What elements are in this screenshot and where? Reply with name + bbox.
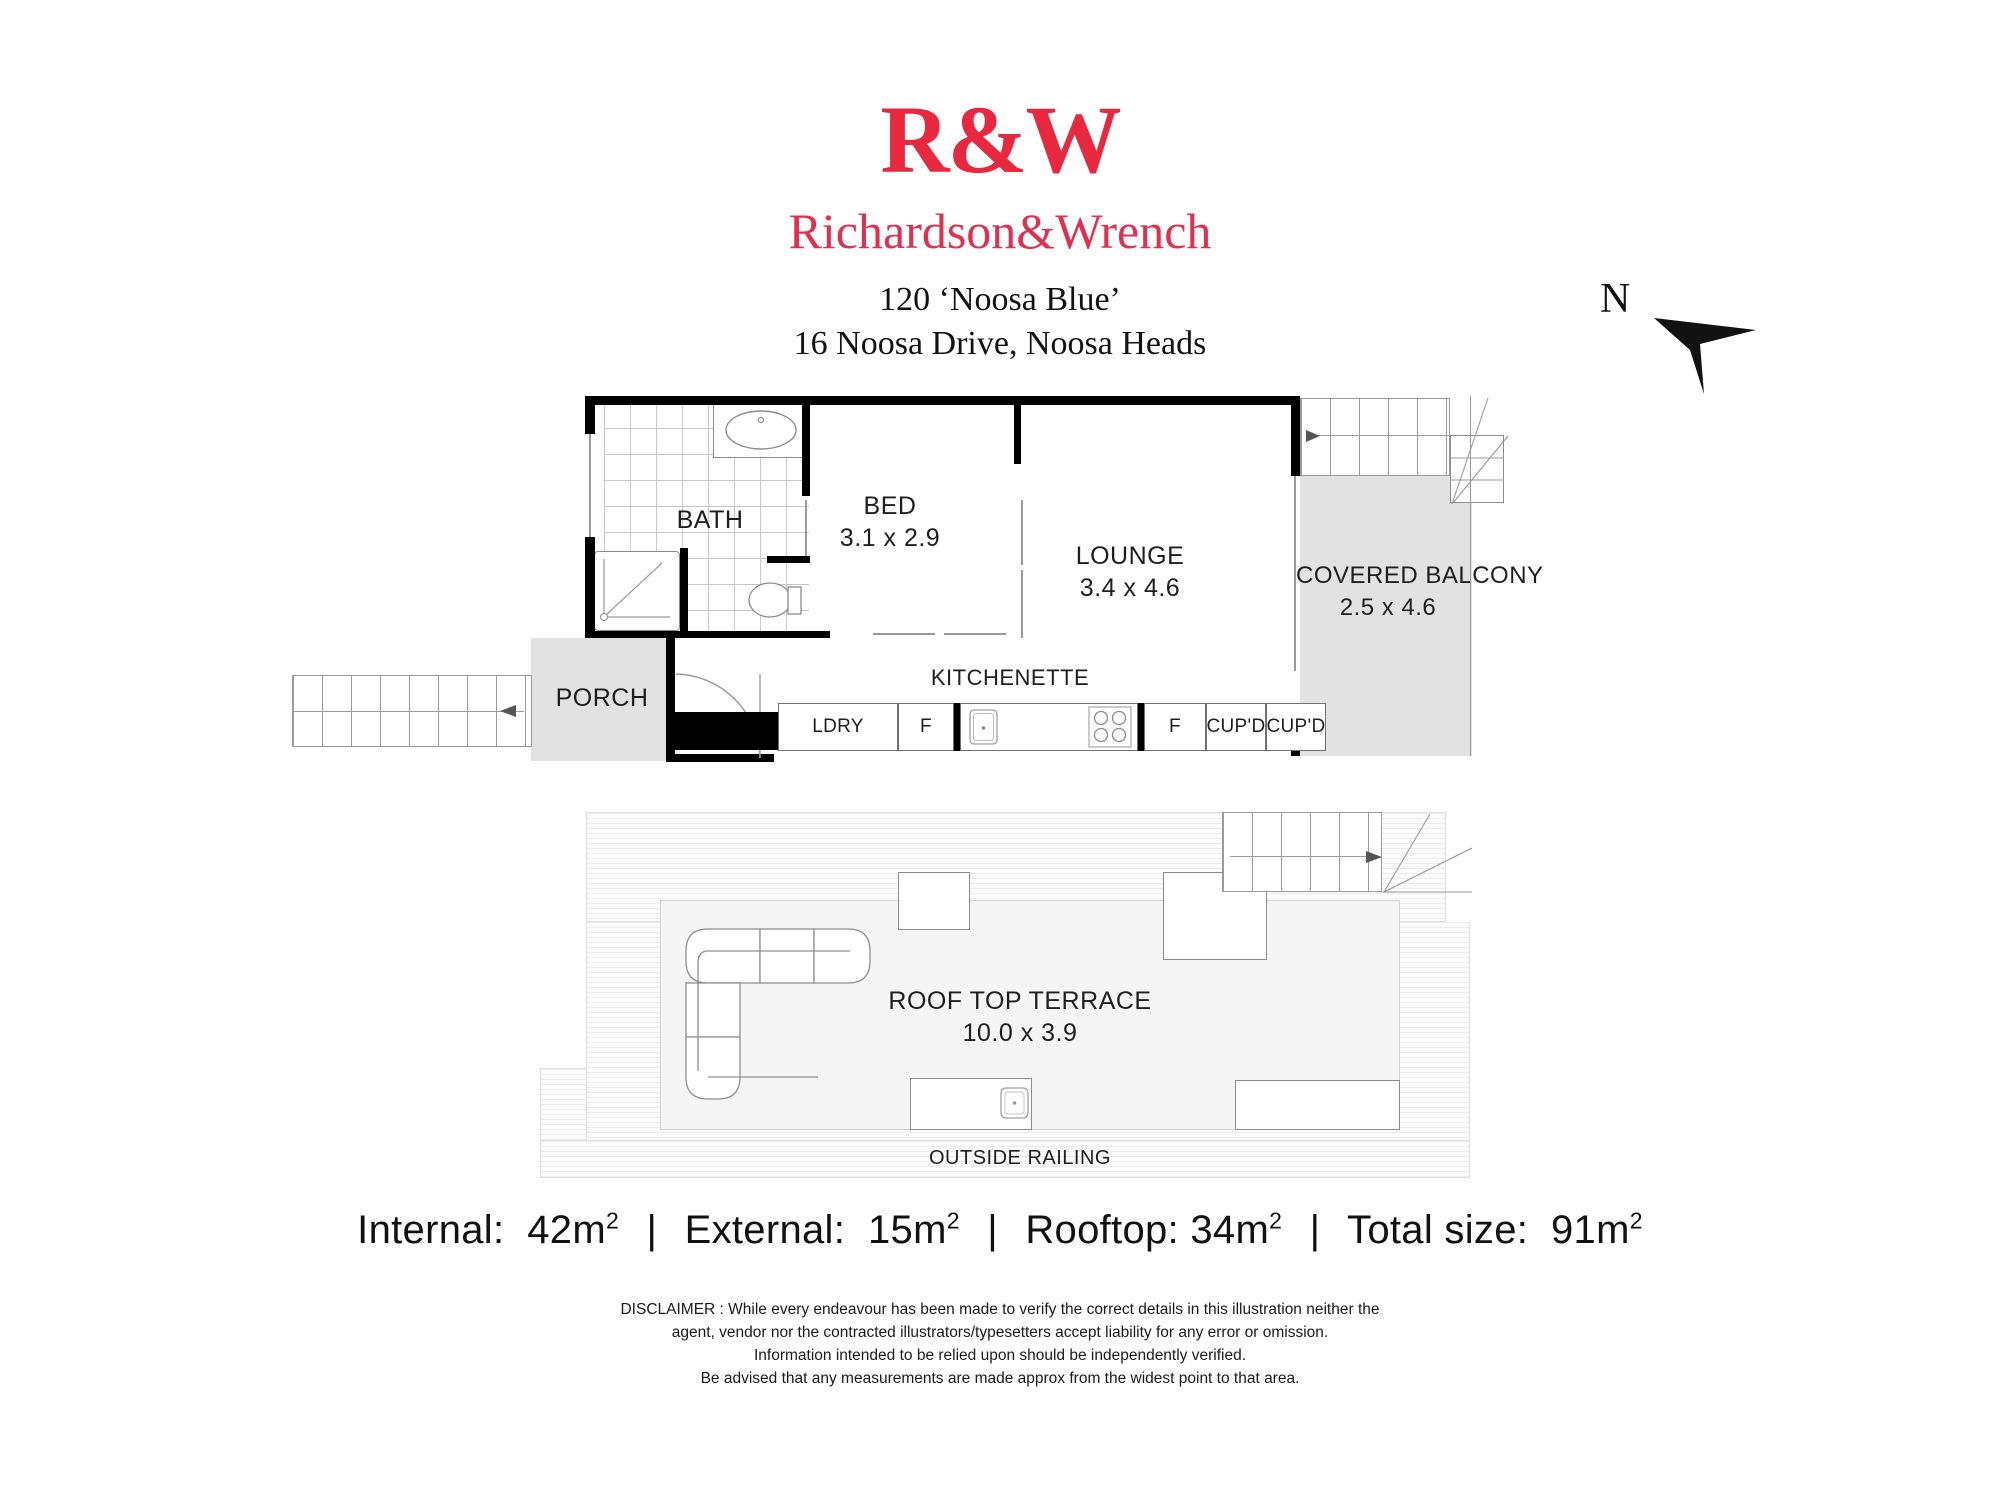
disclaimer-line-4: Be advised that any measurements are mad… [700, 1370, 1300, 1387]
kitchen-divider-1 [954, 703, 960, 751]
laundry-cabinet: LDRY [778, 703, 898, 751]
wall-lounge-right [1291, 400, 1300, 476]
sink-icon [969, 709, 998, 745]
wall-left-lower [585, 537, 595, 637]
sliding-partition-horizontal-2 [944, 633, 1006, 635]
summary-separator-2: | [987, 1208, 998, 1253]
covered-balcony-area [1300, 476, 1472, 756]
rooftop-area: Rooftop: 34m2 [1025, 1208, 1283, 1253]
upper-floor-plan: PORCH BATH BED [292, 396, 1544, 762]
terrace-planter-top [898, 872, 970, 930]
balcony-slider-panel [1294, 476, 1296, 546]
porch-label: PORCH [555, 684, 649, 712]
shower-icon [599, 559, 670, 622]
wall-porch-right [666, 631, 675, 761]
disclaimer-line-2: agent, vendor nor the contracted illustr… [671, 1324, 1329, 1341]
disclaimer-line-3: Information intended to be relied upon s… [753, 1347, 1247, 1364]
balcony-slider [1294, 546, 1296, 671]
north-indicator: N [1600, 278, 1800, 398]
sliding-partition-vertical [1021, 500, 1023, 565]
covered-balcony-label: COVERED BALCONY 2.5 x 4.6 [1296, 562, 1544, 621]
bed-label: BED 3.1 x 2.9 [839, 492, 941, 552]
roof-stairs-direction-icon [1366, 851, 1382, 863]
wall-bed-top-stub [1014, 400, 1021, 464]
wall-bath-bottom [585, 631, 830, 638]
wall-bath-right-upper [802, 400, 810, 496]
stairs-winder [1450, 435, 1504, 503]
fridge-cabinet-2: F [1144, 703, 1206, 751]
roof-terrace-label: ROOF TOP TERRACE 10.0 x 3.9 [888, 987, 1152, 1047]
upper-stairs-midline [1308, 435, 1450, 436]
roof-slab-bottom-band [540, 1140, 1470, 1178]
lounge-label: LOUNGE 3.4 x 4.6 [1075, 542, 1185, 602]
sliding-partition-horizontal [873, 633, 935, 635]
property-name: 120 ‘Noosa Blue’ [879, 281, 1121, 318]
terrace-sink-icon [1000, 1087, 1029, 1119]
entry-stairs-midline [292, 711, 524, 712]
upper-right-edge [1470, 396, 1471, 756]
property-address: 16 Noosa Drive, Noosa Heads [793, 325, 1207, 362]
kitchen-plinth [673, 712, 778, 750]
cooktop-icon [1088, 706, 1132, 748]
summary-separator-3: | [1309, 1208, 1321, 1253]
upper-stairs [1300, 398, 1450, 476]
cupboard-2: CUP'D [1266, 703, 1326, 751]
roof-floor-plan: ROOF TOP TERRACE 10.0 x 3.9 OUTSIDE RAIL… [540, 812, 1473, 1178]
summary-separator-1: | [646, 1208, 658, 1253]
wall-left-upper [585, 396, 595, 434]
wall-top [585, 396, 1295, 405]
header: R&W Richardson&Wrench 120 ‘Noosa Blue’ 1… [0, 0, 2000, 366]
sectional-sofa-icon [685, 928, 871, 1100]
wall-shower-divider [680, 548, 688, 634]
wall-bath-right-lower [767, 556, 810, 563]
basin-icon [725, 410, 797, 450]
upper-stairs-direction-icon [1306, 430, 1320, 442]
bath-label: BATH [676, 506, 744, 534]
kitchenette-label: KITCHENETTE [930, 665, 1090, 690]
north-arrow-icon [1654, 318, 1756, 394]
roof-stairs-winder-icon [1382, 813, 1473, 893]
roof-stairs [1222, 812, 1382, 892]
cupboard-1: CUP'D [1206, 703, 1266, 751]
north-label: N [1600, 276, 1631, 322]
disclaimer-line-1: DISCLAIMER : While every endeavour has b… [620, 1301, 1380, 1318]
outside-railing-label: OUTSIDE RAILING [929, 1147, 1111, 1169]
disclaimer: DISCLAIMER : While every endeavour has b… [0, 1298, 2000, 1390]
rw-logo-mark: R&W [880, 86, 1121, 193]
shower-tray [594, 551, 680, 631]
internal-area: Internal: 42m2 [357, 1208, 620, 1253]
terrace-bench [1235, 1080, 1400, 1130]
external-area: External: 15m2 [684, 1208, 960, 1253]
fridge-cabinet-1: F [898, 703, 954, 751]
roof-stairs-midline [1230, 856, 1372, 857]
porch-area [531, 638, 673, 761]
sliding-partition-vertical-2 [1021, 570, 1023, 638]
wall-entry-bottom [666, 754, 774, 762]
kitchen-divider-2 [1138, 703, 1144, 751]
toilet-icon [748, 582, 802, 618]
rw-wordmark: Richardson&Wrench [788, 203, 1212, 259]
area-summary: Internal: 42m2 | External: 15m2 | Roofto… [0, 1208, 2000, 1253]
bath-door-jamb [805, 500, 807, 556]
window-left [589, 434, 591, 537]
total-area: Total size: 91m2 [1347, 1208, 1643, 1253]
entry-stairs-direction-icon [500, 705, 516, 717]
